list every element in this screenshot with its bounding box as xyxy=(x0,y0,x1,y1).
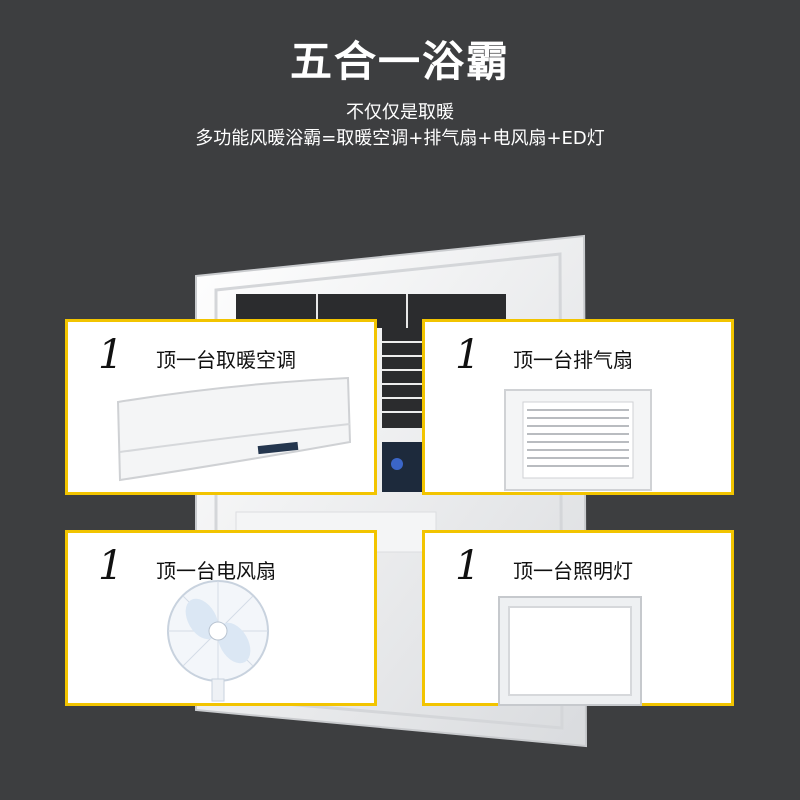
subtitle-line-2: 多功能风暖浴霸=取暖空调+排气扇+电风扇+ED灯 xyxy=(195,128,605,149)
feature-label: 顶一台取暖空调 xyxy=(156,348,296,372)
feature-count: 1 xyxy=(455,332,481,378)
feature-label: 顶一台照明灯 xyxy=(513,559,633,583)
electric-fan-icon xyxy=(167,580,269,702)
feature-label: 顶一台电风扇 xyxy=(156,559,276,583)
feature-count: 1 xyxy=(455,543,481,589)
feature-card-exhaust-fan: 1 顶一台排气扇 xyxy=(422,319,734,495)
feature-card-air-conditioner: 1 顶一台取暖空调 xyxy=(65,319,377,495)
feature-card-electric-fan: 1 顶一台电风扇 xyxy=(65,530,377,706)
feature-count: 1 xyxy=(98,332,124,378)
feature-card-panel-light: 1 顶一台照明灯 xyxy=(422,530,734,706)
air-conditioner-icon xyxy=(116,376,352,482)
exhaust-fan-icon xyxy=(504,389,652,491)
feature-label: 顶一台排气扇 xyxy=(513,348,633,372)
page-title: 五合一浴霸 xyxy=(289,37,510,86)
feature-count: 1 xyxy=(98,543,124,589)
subtitle-line-1: 不仅仅是取暖 xyxy=(346,102,454,123)
panel-light-icon xyxy=(498,596,642,706)
